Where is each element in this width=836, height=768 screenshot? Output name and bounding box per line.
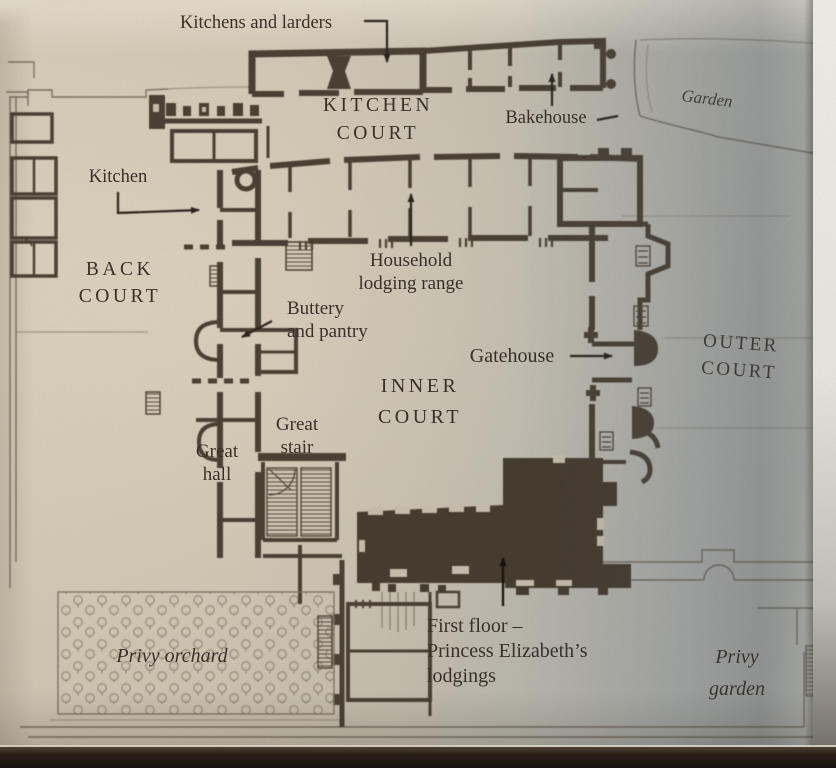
label-gatehouse: Gatehouse (469, 345, 555, 367)
back-court-outbuildings (10, 112, 58, 278)
label-privy-orchard: Privy orchard (116, 645, 228, 667)
arrow-kitchens-and-larders (364, 19, 391, 63)
label-kitchen: Kitchen (88, 167, 148, 187)
page-edge-right (804, 0, 836, 749)
arrow-kitchen (116, 192, 200, 215)
photo-bottom-dark-band (0, 745, 836, 768)
label-bakehouse: Bakehouse (505, 108, 587, 128)
gatehouse-east-range-walls (584, 221, 671, 485)
label-kitchens-and-larders: Kitchens and larders (179, 13, 333, 33)
dash-bakehouse (596, 114, 619, 122)
west-range-walls (145, 170, 346, 604)
